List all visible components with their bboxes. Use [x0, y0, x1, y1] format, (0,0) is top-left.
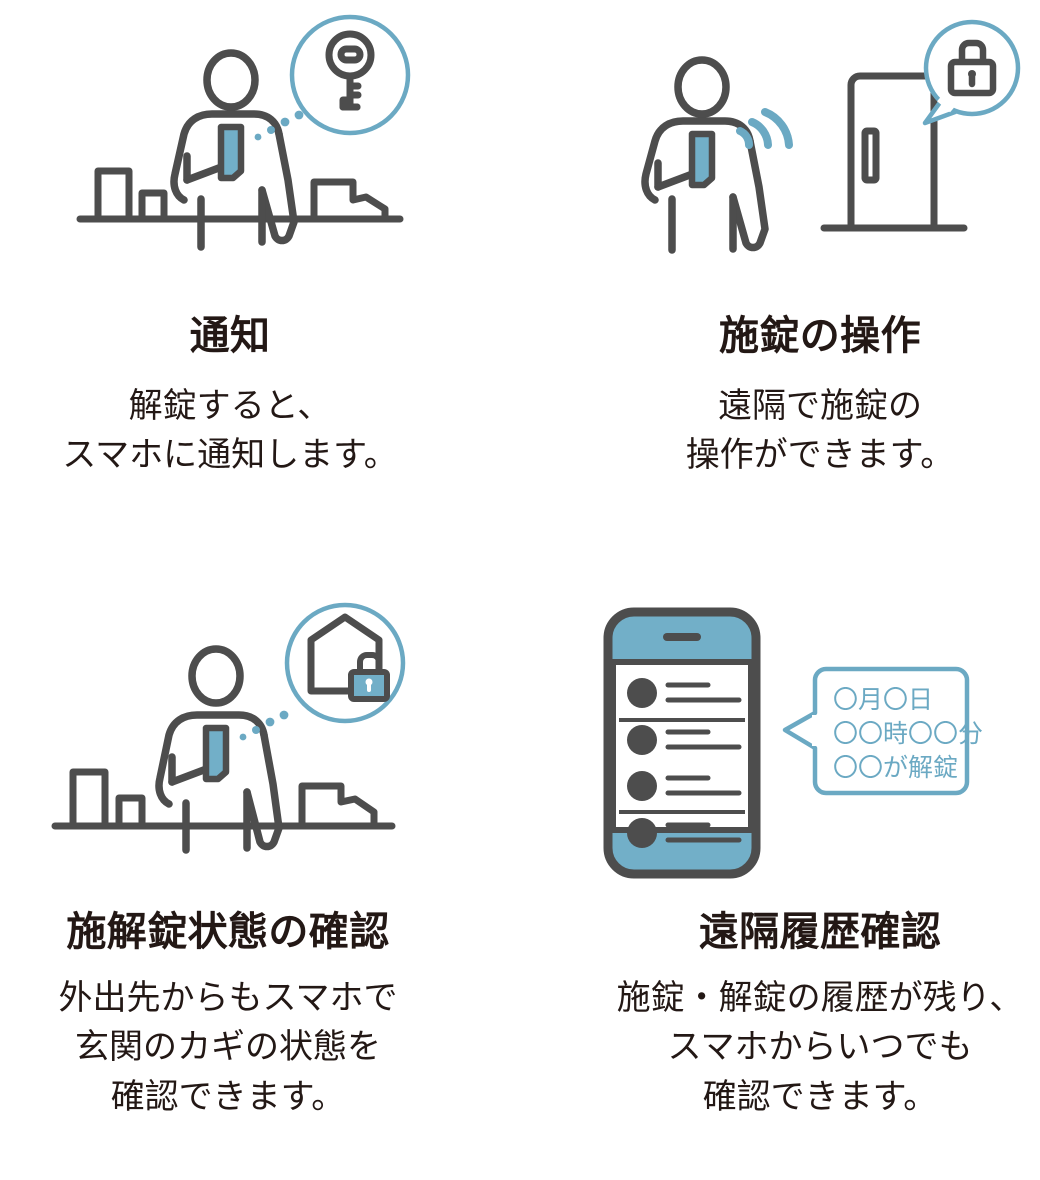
person-icon — [641, 56, 769, 254]
person-icon — [155, 645, 283, 854]
panel-body-line: 操作ができます。 — [685, 436, 955, 475]
callout-line: 〇〇時〇〇分 — [833, 720, 983, 748]
illustration-person-with-key-badge — [0, 0, 520, 300]
panel-body: 遠隔で施錠の 操作ができます。 — [686, 382, 955, 481]
illustration-person-signal-door — [520, 0, 1040, 300]
person-icon — [170, 49, 298, 251]
smartphone-icon — [217, 123, 245, 182]
building-tall — [69, 768, 109, 830]
building-small — [138, 189, 168, 223]
panel-body-line: 遠隔で施錠の — [717, 387, 922, 425]
feature-panel-notification: 通知 解錠すると、 スマホに通知します。 — [0, 0, 520, 590]
illustration-phone-history-callout: 〇月〇日 〇〇時〇〇分 〇〇が解錠 — [520, 590, 1040, 890]
panel-title: 施錠の操作 — [718, 314, 921, 358]
building-tall — [94, 167, 133, 223]
padlock-icon — [947, 39, 997, 97]
panel-body-line: スマホに通知します。 — [62, 436, 398, 475]
building-small — [115, 794, 146, 830]
panel-title: 遠隔履歴確認 — [698, 910, 942, 954]
panel-title: 施解錠状態の確認 — [66, 910, 390, 954]
panel-body-line: 解錠すると、 — [128, 387, 332, 425]
list-item-icon — [627, 771, 742, 801]
list-item-icon — [627, 818, 742, 848]
building-right — [310, 178, 389, 223]
list-item-icon — [627, 678, 742, 708]
illustration-person-with-home-lock-badge — [0, 590, 520, 890]
history-list — [619, 678, 745, 848]
speaker-bar-icon — [663, 633, 701, 641]
panel-body: 施錠・解錠の履歴が残り、 スマホからいつでも 確認できます。 — [617, 974, 1024, 1122]
panel-body-line: 施錠・解錠の履歴が残り、 — [616, 979, 1024, 1017]
feature-panel-lock-status-check: 施解錠状態の確認 外出先からもスマホで 玄関のカギの状態を 確認できます。 — [0, 590, 520, 1180]
panel-body-line: 確認できます。 — [110, 1077, 346, 1116]
callout-line: 〇〇が解錠 — [833, 754, 958, 782]
panel-body: 解錠すると、 スマホに通知します。 — [62, 382, 398, 481]
key-icon — [325, 30, 375, 111]
panel-title: 通知 — [189, 314, 271, 358]
panel-body-line: スマホからいつでも — [667, 1028, 973, 1067]
signal-dots-icon — [239, 710, 289, 741]
signal-dots-icon — [254, 110, 304, 141]
callout-line: 〇月〇日 — [833, 686, 933, 714]
panel-body: 外出先からもスマホで 玄関のカギの状態を 確認できます。 — [59, 974, 398, 1122]
panel-body-line: 外出先からもスマホで — [58, 979, 398, 1017]
house-lock-icon — [307, 613, 390, 702]
house-lock-badge-circle — [284, 602, 406, 724]
panel-body-line: 玄関のカギの状態を — [74, 1028, 381, 1067]
feature-panel-lock-operation: 施錠の操作 遠隔で施錠の 操作ができます。 — [520, 0, 1040, 590]
speech-balloon-icon — [782, 666, 970, 796]
building-right — [298, 782, 378, 830]
smartphone-icon — [202, 724, 230, 783]
wifi-waves-icon — [736, 108, 793, 149]
feature-panel-remote-history-check: 〇月〇日 〇〇時〇〇分 〇〇が解錠 遠隔履歴確認 施錠・解錠の履歴が残り、 スマ… — [520, 590, 1040, 1180]
list-item-icon — [627, 725, 742, 755]
panel-body-line: 確認できます。 — [702, 1077, 938, 1116]
smartphone-icon — [688, 130, 716, 189]
